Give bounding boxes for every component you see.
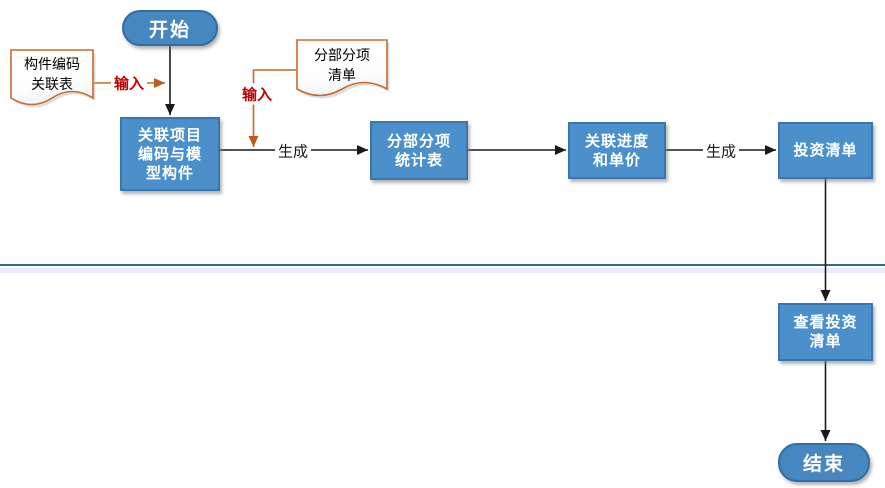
node-doc-component-code-map-label: 构件编码 关联表 — [24, 56, 80, 92]
node-link-schedule-price-label: 关联进度 和单价 — [584, 132, 649, 169]
node-end-label: 结束 — [802, 454, 845, 475]
document-shape-icon — [10, 49, 96, 108]
edge-label-input-1: 输入 — [110, 72, 148, 94]
edge-label-input-2: 输入 — [238, 83, 276, 105]
section-divider-line — [0, 264, 885, 266]
edge-label-generate-2: 生成 — [702, 140, 740, 162]
edge-label-generate-1: 生成 — [274, 140, 312, 162]
node-boq-statistics-label: 分部分项 统计表 — [386, 132, 451, 169]
node-investment-list-label: 投资清单 — [793, 142, 858, 159]
node-doc-component-code-map: 构件编码 关联表 — [10, 49, 96, 113]
node-link-project-code: 关联项目 编码与模 型构件 — [120, 117, 220, 191]
node-doc-boq-list: 分部分项 清单 — [296, 39, 390, 105]
node-start-label: 开始 — [148, 19, 191, 41]
node-boq-statistics: 分部分项 统计表 — [370, 121, 468, 180]
edge-doc-boq-list-input — [248, 69, 296, 147]
document-shape-icon — [296, 39, 390, 99]
node-link-project-code-label: 关联项目 编码与模 型构件 — [137, 126, 202, 182]
node-investment-list: 投资清单 — [778, 122, 873, 179]
node-doc-boq-list-label: 分部分项 清单 — [314, 47, 370, 83]
node-view-investment-list: 查看投资 清单 — [778, 303, 873, 361]
node-end: 结束 — [778, 443, 870, 482]
section-divider-band — [0, 268, 885, 273]
node-link-schedule-price: 关联进度 和单价 — [568, 122, 666, 179]
node-start: 开始 — [122, 10, 218, 46]
node-view-investment-list-label: 查看投资 清单 — [793, 314, 858, 350]
